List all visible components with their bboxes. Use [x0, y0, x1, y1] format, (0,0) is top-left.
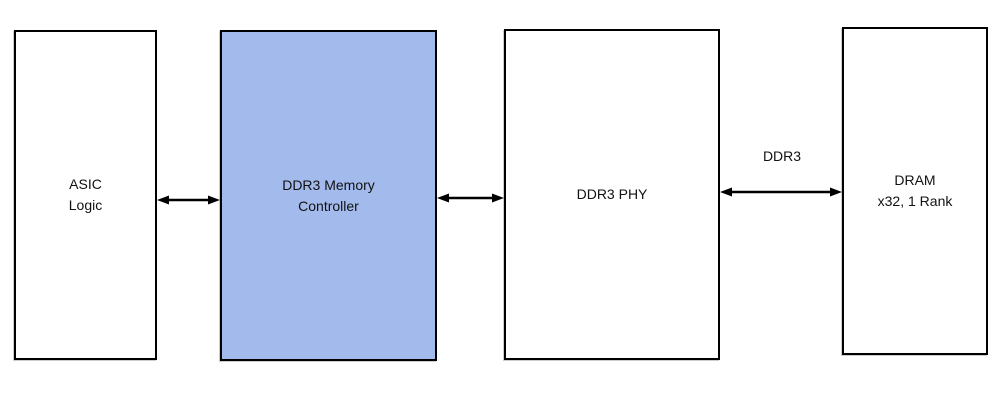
- block-label-line: DRAM: [894, 172, 936, 188]
- block-label-line: Logic: [68, 197, 103, 213]
- bidirectional-arrow-controller-to-phy: [437, 193, 504, 203]
- block-label-line: ASIC: [69, 176, 102, 192]
- block-ddr3-memory-controller: DDR3 Memory Controller: [220, 30, 437, 361]
- block-ddr3-phy: DDR3 PHY: [504, 29, 720, 360]
- block-dram: DRAM x32, 1 Rank: [842, 27, 988, 355]
- block-label-line: DDR3 Memory: [282, 176, 375, 193]
- block-label-line: Controller: [298, 197, 359, 214]
- bidirectional-arrow-phy-to-dram: [720, 187, 842, 197]
- block-label-line: DDR3 PHY: [576, 186, 648, 202]
- bidirectional-arrow-asic-to-controller: [157, 195, 220, 205]
- block-label-line: x32, 1 Rank: [877, 193, 953, 209]
- bus-label-ddr3: DDR3: [762, 148, 802, 164]
- block-asic-logic: ASIC Logic: [14, 30, 157, 360]
